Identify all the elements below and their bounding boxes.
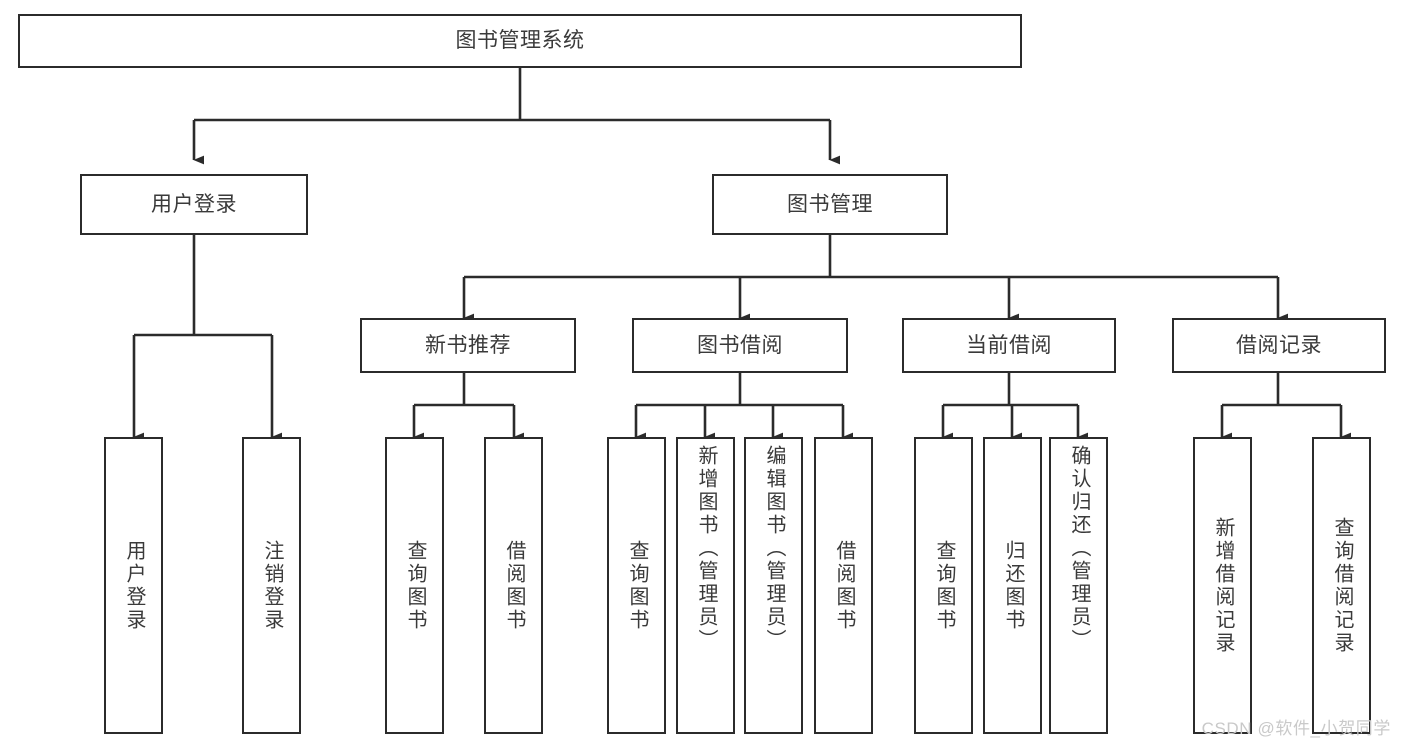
node-leaf-confirm-return[interactable]: 确认归还（管理员）	[1049, 437, 1108, 734]
node-leaf-logout-login[interactable]: 注销登录	[242, 437, 301, 734]
node-leaf-query-book-3-label: 查询图书	[933, 539, 955, 632]
watermark-text: CSDN @软件_小贺同学	[1201, 719, 1391, 738]
node-leaf-borrow-book-2[interactable]: 借阅图书	[814, 437, 873, 734]
node-leaf-edit-book[interactable]: 编辑图书（管理员）	[744, 437, 803, 734]
node-user-login-label: 用户登录	[151, 192, 237, 216]
node-leaf-logout-login-label: 注销登录	[261, 539, 283, 632]
node-leaf-add-book[interactable]: 新增图书（管理员）	[676, 437, 735, 734]
node-leaf-confirm-return-label: 确认归还（管理员）	[1068, 445, 1090, 652]
node-leaf-user-login-label: 用户登录	[123, 539, 145, 632]
node-root-label: 图书管理系统	[455, 29, 585, 53]
node-leaf-add-book-label: 新增图书（管理员）	[695, 445, 717, 652]
node-leaf-borrow-book-1-label: 借阅图书	[503, 539, 525, 632]
node-leaf-borrow-book-2-label: 借阅图书	[833, 539, 855, 632]
node-leaf-return-book[interactable]: 归还图书	[983, 437, 1042, 734]
node-leaf-edit-book-label: 编辑图书（管理员）	[763, 445, 785, 652]
node-book-borrow[interactable]: 图书借阅	[632, 318, 848, 373]
node-borrow-record[interactable]: 借阅记录	[1172, 318, 1386, 373]
node-leaf-user-login[interactable]: 用户登录	[104, 437, 163, 734]
node-leaf-add-record[interactable]: 新增借阅记录	[1193, 437, 1252, 734]
node-book-management-label: 图书管理	[787, 192, 873, 216]
node-leaf-query-record[interactable]: 查询借阅记录	[1312, 437, 1371, 734]
node-leaf-query-book-3[interactable]: 查询图书	[914, 437, 973, 734]
node-new-book-recommend[interactable]: 新书推荐	[360, 318, 576, 373]
node-book-borrow-label: 图书借阅	[697, 333, 783, 357]
node-leaf-return-book-label: 归还图书	[1002, 539, 1024, 632]
node-current-borrow[interactable]: 当前借阅	[902, 318, 1116, 373]
node-book-management[interactable]: 图书管理	[712, 174, 948, 235]
node-user-login[interactable]: 用户登录	[80, 174, 308, 235]
node-new-book-recommend-label: 新书推荐	[425, 333, 511, 357]
node-leaf-query-book-1-label: 查询图书	[404, 539, 426, 632]
node-leaf-borrow-book-1[interactable]: 借阅图书	[484, 437, 543, 734]
node-root[interactable]: 图书管理系统	[18, 14, 1022, 68]
node-leaf-query-book-2[interactable]: 查询图书	[607, 437, 666, 734]
node-leaf-query-book-2-label: 查询图书	[626, 539, 648, 632]
node-leaf-query-book-1[interactable]: 查询图书	[385, 437, 444, 734]
node-leaf-add-record-label: 新增借阅记录	[1212, 516, 1234, 655]
node-borrow-record-label: 借阅记录	[1236, 333, 1322, 357]
node-leaf-query-record-label: 查询借阅记录	[1331, 516, 1353, 655]
node-current-borrow-label: 当前借阅	[966, 333, 1052, 357]
